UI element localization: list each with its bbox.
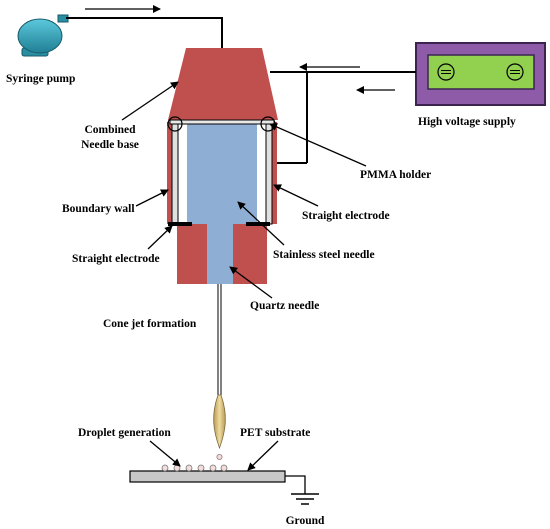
cone-jet-formation-label: Cone jet formation xyxy=(103,318,197,330)
supply-knob-right xyxy=(506,63,524,81)
droplet xyxy=(197,464,205,472)
straight-electrode-left-rod xyxy=(171,121,179,225)
droplet-generation-label: Droplet generation xyxy=(78,427,171,439)
combined-needle-base-lower-left xyxy=(177,224,207,284)
electrode-plate-right xyxy=(246,222,270,226)
droplet xyxy=(185,464,193,472)
electrode-plate-left xyxy=(168,222,192,226)
leader-combined-needle-base xyxy=(121,81,179,121)
leader-straight-electrode-right xyxy=(273,184,319,207)
quartz-needle-core xyxy=(207,224,233,284)
combined-needle-base-top xyxy=(168,48,278,120)
droplet xyxy=(220,464,228,472)
ground-label: Ground xyxy=(286,515,325,527)
high-voltage-supply xyxy=(415,42,546,106)
leader-quartz-needle xyxy=(229,266,273,299)
combined-needle-base-label-line2: Needle base xyxy=(81,139,139,151)
pmma-holder-label: PMMA holder xyxy=(360,169,431,181)
syringe-pump-body xyxy=(17,18,63,54)
straight-electrode-left-label: Straight electrode xyxy=(72,253,160,265)
pmma-holder-bar xyxy=(169,119,275,125)
cone-jet xyxy=(213,394,226,450)
high-voltage-supply-label: High voltage supply xyxy=(418,116,516,128)
ground-wire xyxy=(285,475,306,494)
quartz-needle-label: Quartz needle xyxy=(250,300,319,312)
droplet xyxy=(161,464,169,472)
falling-droplet xyxy=(216,453,223,460)
syringe-pump xyxy=(17,14,69,57)
straight-electrode-right-rod xyxy=(265,121,273,225)
droplets-on-substrate xyxy=(161,464,228,472)
stainless-steel-needle-label: Stainless steel needle xyxy=(273,249,375,261)
leader-straight-electrode-left xyxy=(147,225,173,250)
straight-electrode-right-label: Straight electrode xyxy=(302,210,390,222)
needle-assembly xyxy=(167,48,278,284)
leader-pmma-holder xyxy=(269,123,367,167)
ground-symbol xyxy=(291,493,319,505)
leader-pet-substrate xyxy=(247,440,279,471)
combined-needle-base-label-line1: Combined xyxy=(84,124,136,136)
leader-boundary-wall xyxy=(135,189,169,207)
pet-substrate-label: PET substrate xyxy=(240,427,310,439)
pump-feed-line xyxy=(66,17,223,48)
syringe-pump-label: Syringe pump xyxy=(6,73,75,85)
pet-substrate xyxy=(129,470,286,483)
supply-knob-left xyxy=(437,63,455,81)
pmma-holder-left-ring xyxy=(167,116,183,132)
combined-needle-base-lower-right xyxy=(233,224,267,284)
leader-droplet-generation xyxy=(149,440,181,467)
droplet xyxy=(209,464,217,472)
boundary-wall-label: Boundary wall xyxy=(62,203,135,215)
stainless-steel-needle xyxy=(187,122,257,224)
leader-stainless-steel-needle xyxy=(237,201,285,246)
